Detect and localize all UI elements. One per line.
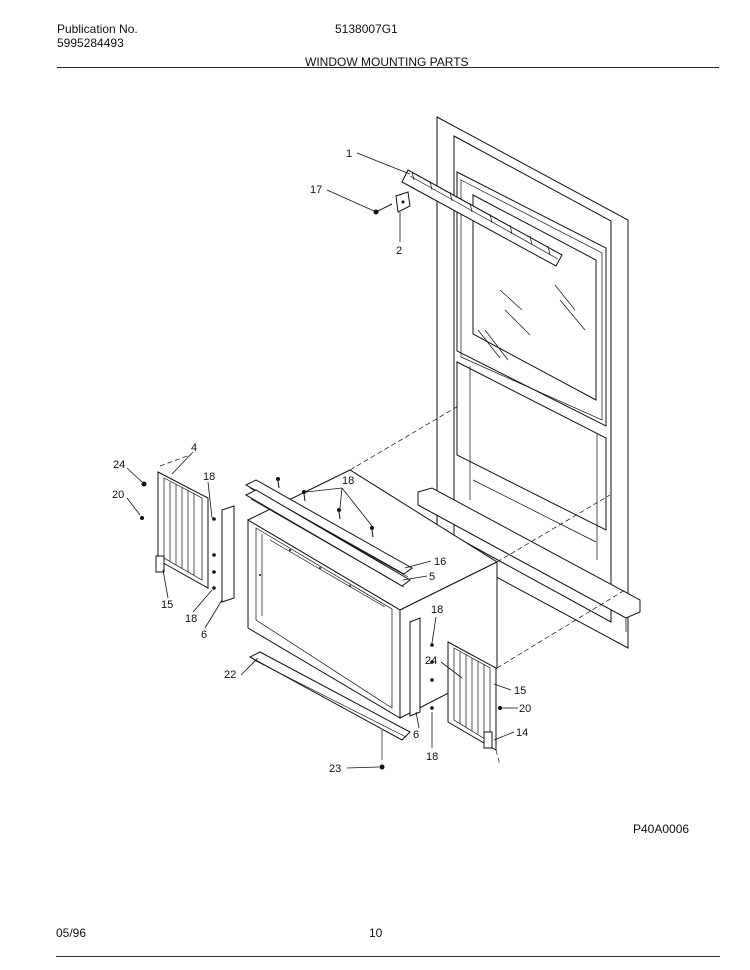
callout-18-right-bottom: 18: [426, 751, 438, 763]
callout-18-left-top: 18: [203, 471, 215, 483]
leader-lines: [126, 152, 518, 769]
callout-20-left: 20: [112, 489, 124, 501]
callout-5: 5: [429, 571, 435, 583]
diagram-code: P40A0006: [633, 822, 690, 836]
callout-16: 16: [434, 556, 446, 568]
header-rule: [57, 67, 719, 68]
right-channel: [409, 617, 421, 717]
screw-17: [373, 203, 393, 215]
callout-24-right: 24: [425, 655, 437, 667]
left-channel: [221, 505, 235, 603]
footer-date: 05/96: [56, 926, 87, 940]
section-title: WINDOW MOUNTING PARTS: [305, 55, 469, 69]
callout-15-left: 15: [161, 599, 173, 611]
left-curtain-panel: [140, 471, 209, 589]
callout-18-left-bottom: 18: [185, 613, 197, 625]
left-screws: [212, 517, 216, 590]
window-frame: [417, 116, 641, 649]
callout-4: 4: [191, 442, 197, 454]
bottom-rail: [248, 651, 411, 770]
publication-label: Publication No.: [57, 22, 138, 36]
footer-rule: [56, 956, 720, 957]
callout-6-right: 6: [413, 729, 419, 741]
callout-22: 22: [224, 669, 236, 681]
model-number: 5138007G1: [335, 22, 398, 36]
callout-18-rail: 18: [342, 475, 354, 487]
angle-bracket: [395, 191, 411, 213]
top-seal-strip: [401, 169, 563, 267]
callout-1: 1: [346, 148, 352, 160]
callout-20-right: 20: [519, 703, 531, 715]
callout-24-left: 24: [113, 459, 125, 471]
publication-number: 5995284493: [57, 36, 124, 50]
callout-23: 23: [329, 763, 341, 775]
top-rail: [244, 479, 413, 588]
page-number: 10: [369, 926, 383, 940]
callout-17: 17: [310, 184, 322, 196]
right-curtain-panel: [447, 641, 502, 751]
callout-labels: 1 17 2 24 4 20 18 18 15 18 6 16 5 18 24 …: [112, 148, 531, 775]
callout-6-left: 6: [201, 629, 207, 641]
callout-18-right-top: 18: [431, 604, 443, 616]
callout-15-right: 15: [514, 685, 526, 697]
callout-14: 14: [516, 727, 528, 739]
alignment-lines: [159, 404, 626, 766]
right-screws: [430, 643, 434, 710]
callout-2: 2: [396, 245, 402, 257]
rail-screws: [276, 477, 374, 538]
